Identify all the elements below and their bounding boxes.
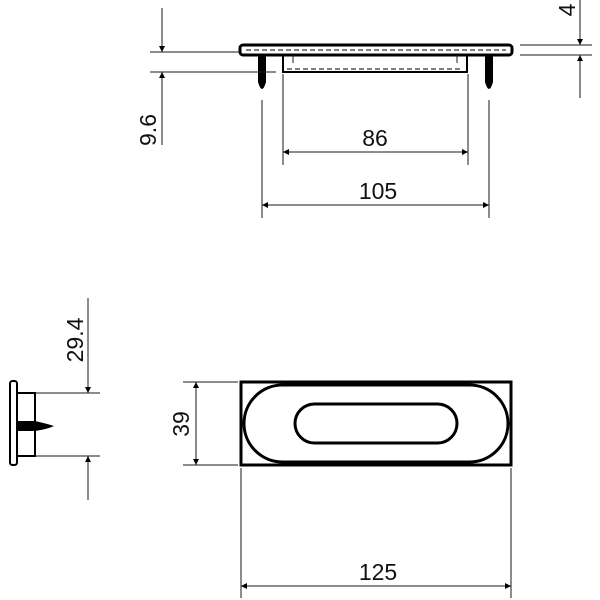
front-grip-slot <box>293 402 459 445</box>
dimension-39: 39 <box>168 381 238 466</box>
dimension-86: 86 <box>282 74 469 165</box>
front-outer-oval <box>242 383 510 464</box>
side-flange <box>9 380 18 466</box>
recess-tray <box>282 55 468 73</box>
dim-label-86: 86 <box>362 125 388 151</box>
dimension-4: 4 <box>520 0 592 98</box>
dimension-29.4: 29.4 <box>35 298 100 500</box>
dim-label-105: 105 <box>359 178 397 204</box>
dim-label-39: 39 <box>168 411 194 437</box>
dim-label-125: 125 <box>359 559 397 585</box>
flange-plate <box>238 43 514 57</box>
dimension-9.6: 9.6 <box>135 8 276 146</box>
dim-label-9.6: 9.6 <box>135 114 161 146</box>
dimension-125: 125 <box>240 468 512 598</box>
side-pin <box>17 421 54 431</box>
pin-right <box>485 55 493 89</box>
dim-label-4: 4 <box>554 3 580 16</box>
dim-label-29.4: 29.4 <box>62 317 88 362</box>
side-view: 29.4 <box>9 298 100 500</box>
dimension-105: 105 <box>261 100 490 218</box>
top-section-view: 9.6 4 86 105 <box>135 0 592 218</box>
front-plate-outline <box>239 380 513 467</box>
front-view: 39 125 <box>168 380 513 598</box>
